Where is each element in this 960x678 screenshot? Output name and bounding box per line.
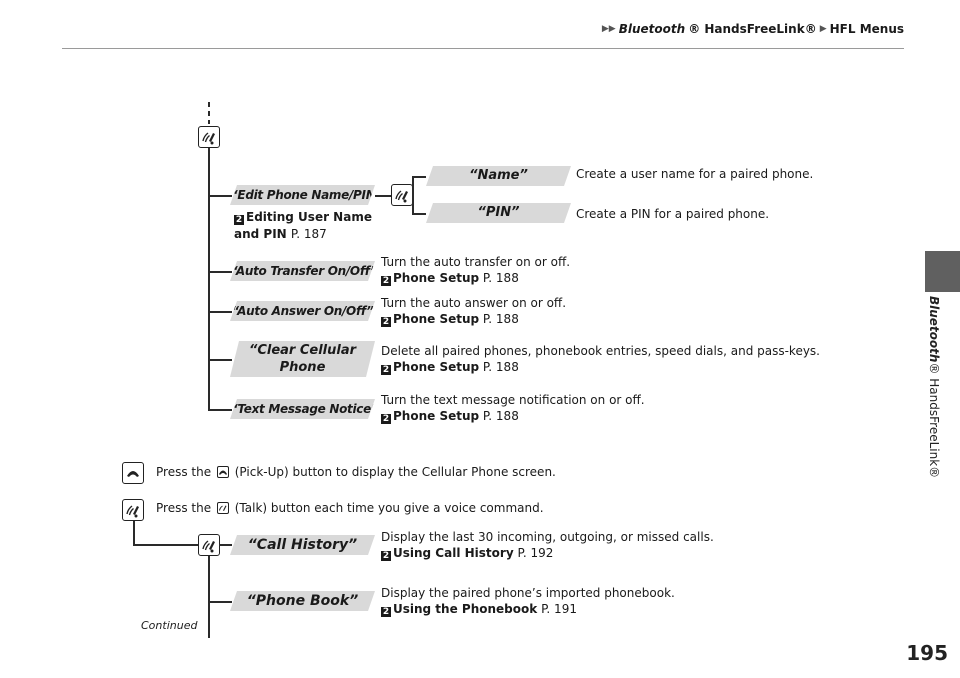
tree-trunk — [208, 556, 210, 638]
menu-text-message-notice: “Text Message Notice” — [230, 399, 375, 419]
pick-up-button-icon — [216, 466, 229, 478]
tree-connector — [133, 521, 135, 545]
menu-name: “Name” — [426, 166, 571, 186]
menu-name-description: Create a user name for a paired phone. — [576, 167, 814, 181]
breadcrumb-arrow-icon: ▶ — [819, 24, 827, 34]
continued-label: Continued — [141, 619, 198, 632]
breadcrumb-handsfreelink: ® HandsFreeLink® — [688, 22, 817, 36]
talk-button-icon — [198, 534, 220, 556]
menu-pin: “PIN” — [426, 203, 571, 223]
clear-cellular-description: Delete all paired phones, phonebook entr… — [381, 344, 820, 375]
branch-line — [412, 213, 426, 215]
reference-arrow-icon: 2 — [381, 414, 391, 424]
chapter-title: Bluetooth® HandsFreeLink® — [927, 296, 941, 479]
phone-book-description: Display the paired phone’s imported phon… — [381, 586, 675, 617]
pick-up-instruction: Press the (Pick-Up) button to display th… — [156, 465, 556, 479]
talk-instruction: Press the (Talk) button each time you gi… — [156, 501, 544, 515]
header-rule — [62, 48, 904, 49]
dashed-connector — [208, 102, 210, 124]
breadcrumb-bluetooth: Bluetooth — [618, 22, 686, 36]
branch-line — [208, 359, 232, 361]
branch-line — [412, 176, 426, 178]
talk-button-icon — [216, 502, 229, 514]
breadcrumb: ▶▶ Bluetooth® HandsFreeLink® ▶ HFL Menus — [602, 22, 904, 36]
menu-pin-description: Create a PIN for a paired phone. — [576, 207, 770, 221]
chapter-tab — [925, 251, 960, 292]
talk-button-icon — [391, 184, 413, 206]
branch-line — [208, 601, 232, 603]
tree-connector — [133, 544, 198, 546]
reference-arrow-icon: 2 — [381, 317, 391, 327]
branch-line — [208, 271, 232, 273]
branch-line — [375, 195, 393, 197]
page-number: 195 — [906, 641, 948, 665]
reference-arrow-icon: 2 — [381, 551, 391, 561]
tree-trunk — [208, 140, 210, 410]
branch-line — [219, 544, 232, 546]
reference-arrow-icon: 2 — [381, 607, 391, 617]
call-history-description: Display the last 30 incoming, outgoing, … — [381, 530, 714, 561]
reference-arrow-icon: 2 — [381, 276, 391, 286]
menu-call-history: “Call History” — [230, 535, 375, 555]
breadcrumb-hfl-menus: HFL Menus — [829, 22, 904, 36]
reference-arrow-icon: 2 — [234, 215, 244, 225]
menu-auto-answer: “Auto Answer On/Off” — [230, 301, 375, 321]
branch-line — [208, 409, 232, 411]
branch-line — [208, 195, 232, 197]
menu-auto-transfer: “Auto Transfer On/Off” — [230, 261, 375, 281]
reference-arrow-icon: 2 — [381, 365, 391, 375]
menu-edit-phone-name-pin: “Edit Phone Name/PIN” — [230, 185, 375, 205]
text-message-description: Turn the text message notification on or… — [381, 393, 645, 424]
branch-line — [208, 311, 232, 313]
pick-up-button-icon — [122, 462, 144, 484]
sub-trunk — [412, 176, 414, 214]
breadcrumb-arrow-icon: ▶▶ — [601, 24, 616, 34]
talk-button-icon — [122, 499, 144, 521]
talk-button-icon — [198, 126, 220, 148]
menu-phone-book: “Phone Book” — [230, 591, 375, 611]
